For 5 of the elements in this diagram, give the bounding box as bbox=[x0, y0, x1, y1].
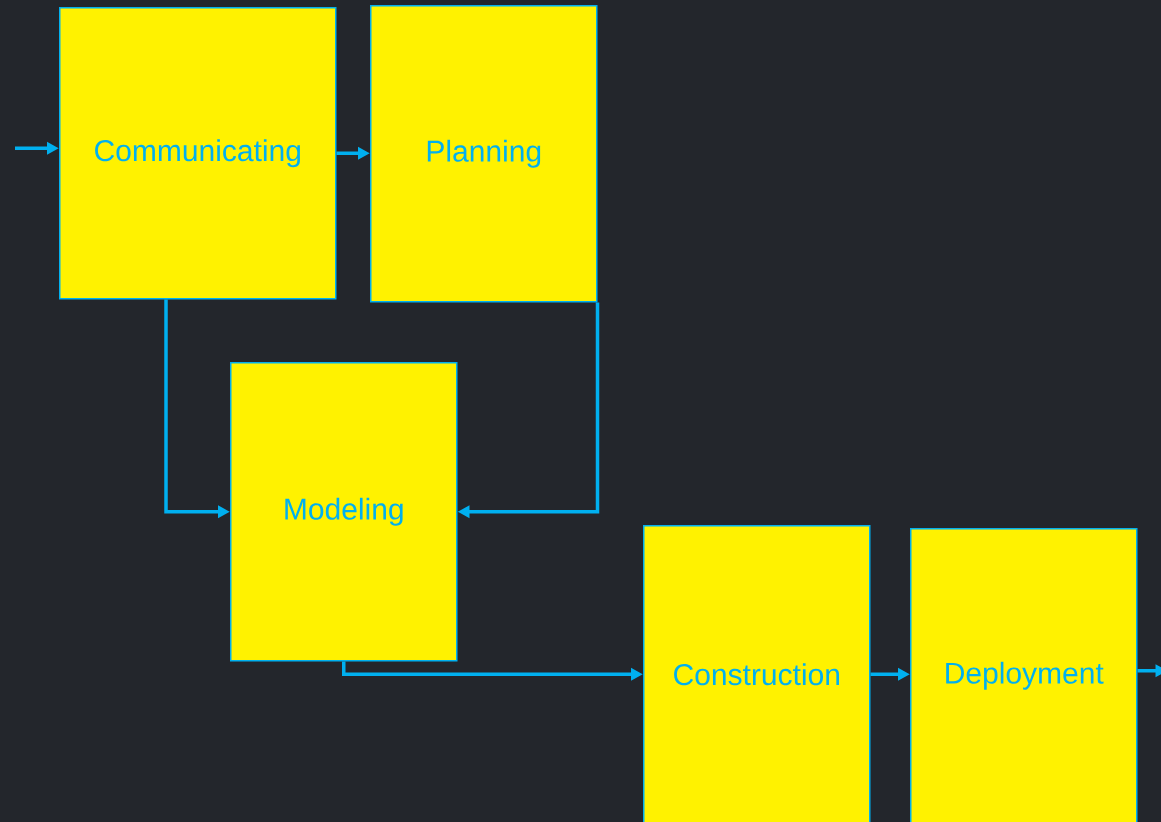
process-box: Construction bbox=[643, 525, 871, 822]
process-box: Planning bbox=[370, 5, 598, 303]
process-box: Modeling bbox=[230, 362, 458, 662]
process-box: Communicating bbox=[59, 7, 337, 300]
process-box: Deployment bbox=[910, 528, 1138, 822]
